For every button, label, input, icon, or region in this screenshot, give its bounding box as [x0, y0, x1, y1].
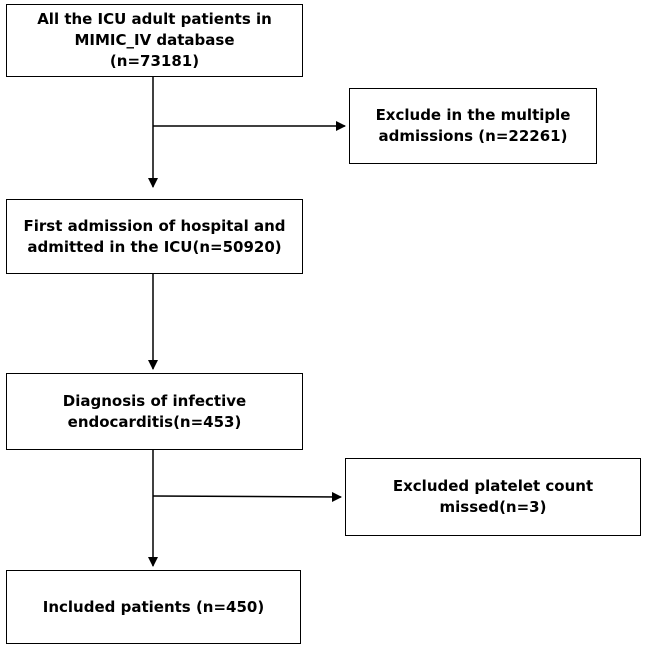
box-line: Included patients (n=450) — [42, 597, 265, 616]
box-line: admitted in the ICU(n=50920) — [27, 237, 282, 256]
box-line: MIMIC_IV database — [74, 31, 235, 49]
box-included-patients: Included patients (n=450) — [6, 570, 301, 644]
box-line: Excluded platelet count missed(n=3) — [392, 477, 594, 516]
box-line: Diagnosis of infective — [62, 391, 247, 410]
box-line: endocarditis(n=453) — [67, 412, 242, 431]
box-exclude-platelet-missing: Excluded platelet count missed(n=3) — [345, 458, 641, 536]
box-line: All the ICU adult patients in — [37, 10, 272, 28]
box-line: admissions (n=22261) — [378, 127, 568, 145]
box-diagnosis-ie: Diagnosis of infective endocarditis(n=45… — [6, 373, 303, 450]
box-first-admission: First admission of hospital and admitted… — [6, 199, 303, 274]
box-all-icu-patients: All the ICU adult patients in MIMIC_IV d… — [6, 4, 303, 77]
box-line: Exclude in the multiple — [375, 106, 571, 124]
box-line: First admission of hospital and — [23, 216, 286, 235]
arrow-to-exclude2 — [152, 491, 342, 502]
box-exclude-multiple-admissions: Exclude in the multiple admissions (n=22… — [349, 88, 597, 164]
box-line: (n=73181) — [109, 52, 200, 70]
